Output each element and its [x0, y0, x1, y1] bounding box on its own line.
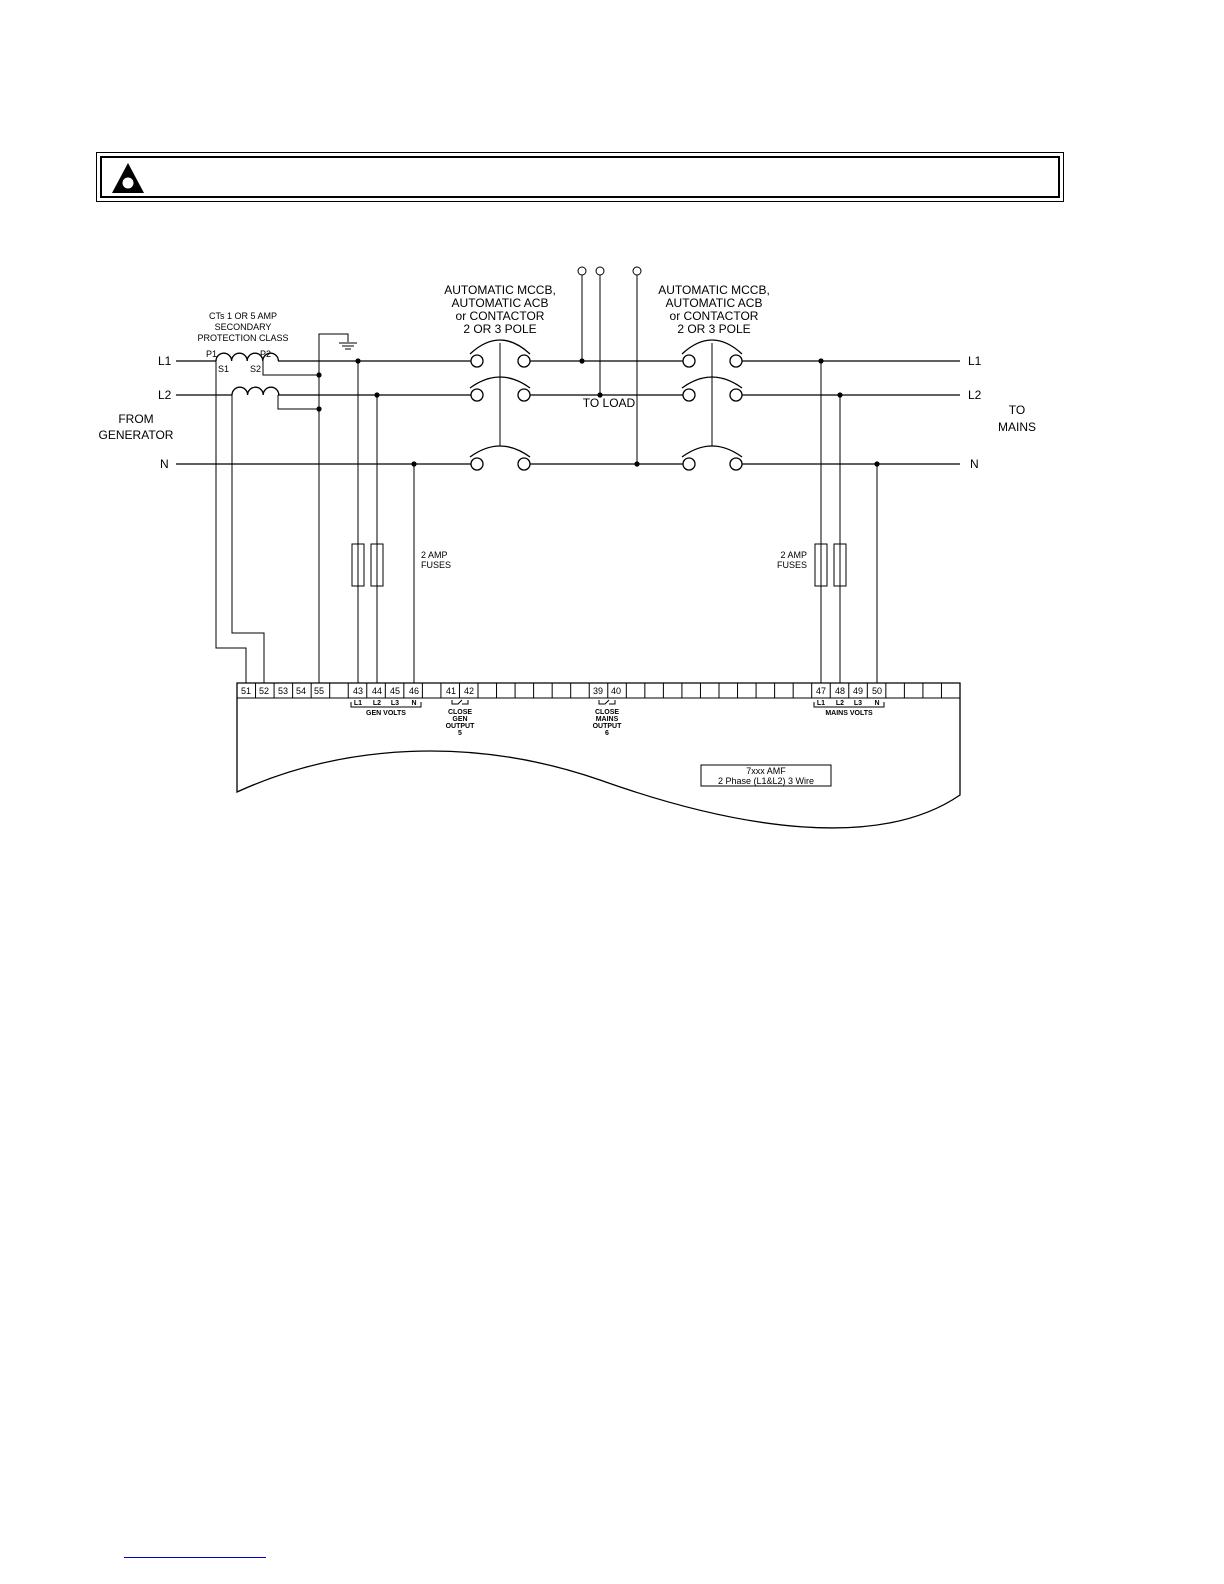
- to-load-label: TO LOAD: [583, 396, 636, 410]
- terminal-44: 44: [372, 686, 382, 696]
- terminal-48: 48: [835, 686, 845, 696]
- footer-link-underline[interactable]: [124, 1556, 266, 1558]
- mains-fuse-l2: [833, 543, 847, 587]
- close-mains-contact-icon: [598, 699, 616, 705]
- close-gen-contact-icon: [451, 699, 469, 705]
- generator-label: GENERATOR: [99, 428, 174, 442]
- terminal-51: 51: [241, 686, 251, 696]
- warning-banner-inner: [100, 156, 1060, 198]
- ct-label-line2: SECONDARY: [215, 322, 272, 332]
- mains-l2-label: L2: [968, 388, 982, 402]
- breaker-right-line2: AUTOMATIC ACB: [666, 296, 763, 310]
- mains-volts-bracket: [813, 702, 885, 708]
- ct-label-line3: PROTECTION CLASS: [197, 333, 288, 343]
- close-gen-line1: CLOSE: [448, 709, 472, 716]
- breaker-left-line3: or CONTACTOR: [456, 309, 545, 323]
- gen-volts-bracket: [350, 702, 422, 708]
- mains-fuse-label-line1: 2 AMP: [780, 550, 807, 560]
- close-mains-line1: CLOSE: [595, 709, 619, 716]
- from-label: FROM: [118, 412, 153, 426]
- mains-sense-wiring: [820, 361, 878, 683]
- gen-l2-label: L2: [158, 388, 172, 402]
- breaker-right-symbol: [681, 339, 743, 471]
- breaker-right-line4: 2 OR 3 POLE: [677, 322, 750, 336]
- ct-s1-label: S1: [218, 364, 229, 374]
- mains-fuse-label-line2: FUSES: [777, 560, 807, 570]
- ct-s2-label: S2: [250, 364, 261, 374]
- mains-phase-l1: L1: [817, 700, 825, 707]
- mains-n-label: N: [970, 457, 979, 471]
- terminal-40: 40: [611, 686, 621, 696]
- gen-l1-label: L1: [158, 354, 172, 368]
- breaker-left-symbol: [469, 339, 531, 471]
- gen-phase-n: N: [411, 700, 416, 707]
- terminal-42: 42: [464, 686, 474, 696]
- breaker-left-line2: AUTOMATIC ACB: [452, 296, 549, 310]
- ct-l2: [231, 386, 280, 396]
- terminal-47: 47: [816, 686, 826, 696]
- gen-fuse-l1: [351, 543, 365, 587]
- warning-triangle-icon: [112, 163, 144, 193]
- terminal-43: 43: [353, 686, 363, 696]
- mains-phase-n: N: [874, 700, 879, 707]
- module-label-box: [700, 764, 832, 787]
- terminal-39: 39: [593, 686, 603, 696]
- gen-volts-label: GEN VOLTS: [366, 710, 406, 717]
- mains-volts-label: MAINS VOLTS: [825, 710, 873, 717]
- controller-module-body: [236, 682, 961, 829]
- gen-fuse-l2: [370, 543, 384, 587]
- terminal-52: 52: [259, 686, 269, 696]
- gen-phase-l2: L2: [373, 700, 381, 707]
- terminal-49: 49: [853, 686, 863, 696]
- gen-sense-wiring: [357, 361, 415, 683]
- terminal-50: 50: [872, 686, 882, 696]
- earth-ground-icon: [339, 342, 357, 350]
- ct-p2-label: P2: [260, 349, 271, 359]
- close-gen-line4: 5: [458, 730, 462, 737]
- close-mains-line3: OUTPUT: [593, 723, 623, 730]
- terminal-strip: [237, 683, 960, 699]
- mains-l1-label: L1: [968, 354, 982, 368]
- terminal-45: 45: [390, 686, 400, 696]
- mains-phase-l3: L3: [854, 700, 862, 707]
- close-mains-line4: 6: [605, 730, 609, 737]
- ct-label-line1: CTs 1 OR 5 AMP: [209, 311, 277, 321]
- breaker-right-line1: AUTOMATIC MCCB,: [658, 283, 770, 297]
- load-connections: [577, 266, 642, 464]
- junction-dots: [316, 358, 880, 467]
- terminal-46: 46: [409, 686, 419, 696]
- close-mains-line2: MAINS: [596, 716, 619, 723]
- close-gen-line2: GEN: [452, 716, 467, 723]
- power-lines: [176, 360, 960, 465]
- ct-secondary-wiring: [215, 333, 349, 683]
- mains-fuse-l1: [814, 543, 828, 587]
- mains-label: MAINS: [998, 420, 1036, 434]
- module-model-label: 7xxx AMF: [746, 766, 786, 776]
- terminal-53: 53: [278, 686, 288, 696]
- warning-banner: [96, 152, 1064, 202]
- terminal-54: 54: [296, 686, 306, 696]
- gen-phase-l1: L1: [354, 700, 362, 707]
- module-config-label: 2 Phase (L1&L2) 3 Wire: [718, 776, 814, 786]
- ct-l1: [215, 352, 280, 362]
- gen-fuse-label-line1: 2 AMP: [421, 550, 448, 560]
- close-gen-line3: OUTPUT: [446, 723, 476, 730]
- mains-phase-l2: L2: [836, 700, 844, 707]
- terminal-41: 41: [446, 686, 456, 696]
- breaker-left-line4: 2 OR 3 POLE: [463, 322, 536, 336]
- gen-fuse-label-line2: FUSES: [421, 560, 451, 570]
- gen-phase-l3: L3: [391, 700, 399, 707]
- gen-n-label: N: [160, 457, 169, 471]
- breaker-left-line1: AUTOMATIC MCCB,: [444, 283, 556, 297]
- ct-p1-label: P1: [206, 349, 217, 359]
- to-label: TO: [1009, 403, 1025, 417]
- terminal-55: 55: [314, 686, 324, 696]
- breaker-right-line3: or CONTACTOR: [670, 309, 759, 323]
